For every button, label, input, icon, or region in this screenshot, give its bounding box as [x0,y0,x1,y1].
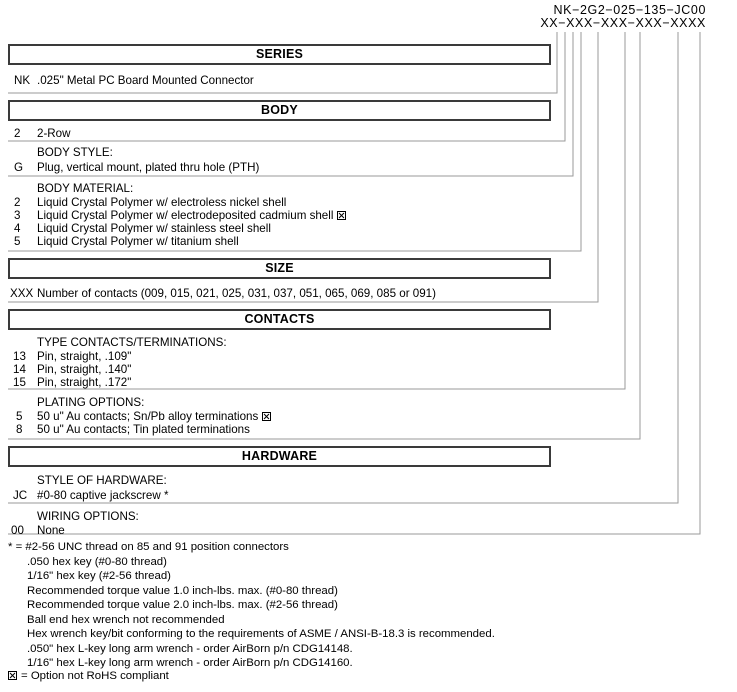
not-rohs-compliant-icon [8,671,17,680]
option-code-body-2: 2 [14,127,21,140]
footnote-line: .050 hex key (#0-80 thread) [27,555,167,568]
option-code-plating-5: 5 [16,410,23,423]
option-code-body-style-g: G [14,161,24,174]
option-code-material-5: 5 [14,235,21,248]
option-code-plating-8: 8 [16,423,23,436]
section-header-hardware: HARDWARE [8,446,551,467]
not-rohs-compliant-icon [262,412,272,421]
part-number-block: NK−2G2−025−135−JC00 XX−XXX−XXX−XXX−XXXX [0,4,737,30]
group-title-body-material: BODY MATERIAL: [37,182,134,195]
group-title-body-style: BODY STYLE: [37,146,113,159]
section-header-size: SIZE [8,258,551,279]
rohs-legend-text: = Option not RoHS compliant [21,670,169,682]
footnote-line: * = #2-56 UNC thread on 85 and 91 positi… [8,541,289,553]
footnote-line: Recommended torque value 1.0 inch-lbs. m… [27,584,338,597]
footnote-line: 1/16" hex key (#2-56 thread) [27,570,171,582]
footnotes: * = #2-56 UNC thread on 85 and 91 positi… [8,540,708,671]
option-text-body-2: 2-Row [37,127,71,140]
option-text-material-4: Liquid Crystal Polymer w/ stainless stee… [37,222,271,235]
section-header-contacts: CONTACTS [8,309,551,330]
footnote-line: Hex wrench key/bit conforming to the req… [27,628,495,640]
section-header-body: BODY [8,100,551,121]
option-text-hardware-jc: #0-80 captive jackscrew * [37,489,169,502]
option-code-contacts-14: 14 [13,363,26,376]
option-text-plating-8: 50 u" Au contacts; Tin plated terminatio… [37,423,250,436]
section-header-series: SERIES [8,44,551,65]
option-text-body-style-g: Plug, vertical mount, plated thru hole (… [37,161,260,174]
group-title-style-of-hardware: STYLE OF HARDWARE: [37,474,167,487]
option-text-contacts-14: Pin, straight, .140" [37,363,132,376]
option-label-plating-5: 50 u" Au contacts; Sn/Pb alloy terminati… [37,410,259,423]
not-rohs-compliant-icon [337,211,347,220]
option-text-plating-5: 50 u" Au contacts; Sn/Pb alloy terminati… [37,410,272,423]
option-code-material-3: 3 [14,209,21,222]
option-code-material-4: 4 [14,222,21,235]
footnote-line: Recommended torque value 2.0 inch-lbs. m… [27,599,338,611]
footnote-line: 1/16" hex L-key long arm wrench - order … [27,657,353,669]
option-code-series-nk: NK [14,74,31,87]
option-code-hardware-jc: JC [13,489,28,502]
option-code-material-2: 2 [14,196,21,209]
option-text-wiring-00: None [37,524,65,537]
option-code-contacts-13: 13 [13,350,26,363]
option-text-series-nk: .025" Metal PC Board Mounted Connector [37,74,254,87]
footnote-line: Ball end hex wrench not recommended [27,613,225,626]
option-text-contacts-13: Pin, straight, .109" [37,350,132,363]
option-text-material-5: Liquid Crystal Polymer w/ titanium shell [37,235,239,248]
group-title-wiring-options: WIRING OPTIONS: [37,510,139,523]
footnote-line: .050" hex L-key long arm wrench - order … [27,642,353,655]
option-text-contacts-15: Pin, straight, .172" [37,376,132,389]
rohs-legend: = Option not RoHS compliant [8,670,169,682]
option-text-material-2: Liquid Crystal Polymer w/ electroless ni… [37,196,287,209]
option-code-contacts-15: 15 [13,376,26,389]
option-text-material-3: Liquid Crystal Polymer w/ electrodeposit… [37,209,347,222]
option-label-material-3: Liquid Crystal Polymer w/ electrodeposit… [37,209,334,222]
group-title-type-contacts: TYPE CONTACTS/TERMINATIONS: [37,336,227,349]
part-number-mask: XX−XXX−XXX−XXX−XXXX [540,16,706,30]
option-code-size-xxx: XXX [10,287,34,300]
part-number-example: NK−2G2−025−135−JC00 [553,3,706,17]
option-code-wiring-00: 00 [11,524,24,537]
group-title-plating-options: PLATING OPTIONS: [37,396,145,409]
option-text-size-xxx: Number of contacts (009, 015, 021, 025, … [37,287,436,300]
